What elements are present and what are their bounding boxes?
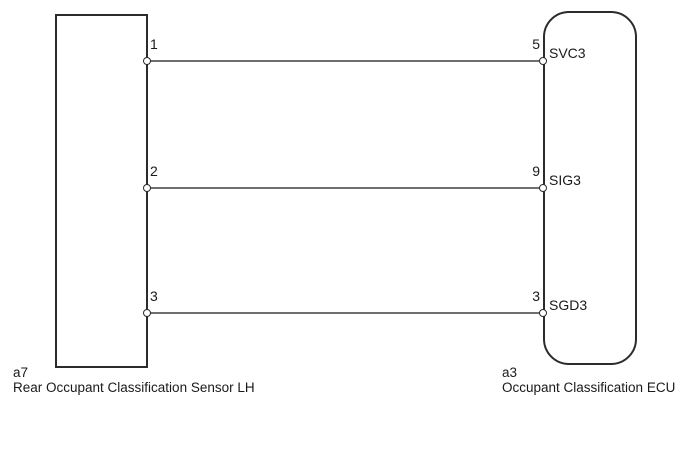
pin-terminal-icon [539,57,547,65]
ecu-pin-signal: SIG3 [549,172,581,188]
ecu-pin-signal: SVC3 [549,45,586,61]
pin-terminal-icon [539,309,547,317]
sensor-pin-number: 2 [150,163,158,179]
wire-svc3 [148,60,543,62]
pin-terminal-icon [143,57,151,65]
ecu-label: Occupant Classification ECU [502,380,676,395]
pin-terminal-icon [539,184,547,192]
sensor-box [55,14,148,368]
ecu-pin-signal: SGD3 [549,297,588,313]
pin-terminal-icon [143,309,151,317]
ecu-pin-number: 5 [532,36,540,52]
ecu-code: a3 [502,365,518,380]
sensor-pin-number: 3 [150,288,158,304]
wire-sgd3 [148,312,543,314]
wire-sig3 [148,187,543,189]
ecu-pin-number: 9 [532,163,540,179]
sensor-code: a7 [13,365,29,380]
ecu-pin-number: 3 [532,288,540,304]
pin-terminal-icon [143,184,151,192]
sensor-pin-number: 1 [150,36,158,52]
sensor-label: Rear Occupant Classification Sensor LH [13,380,255,395]
